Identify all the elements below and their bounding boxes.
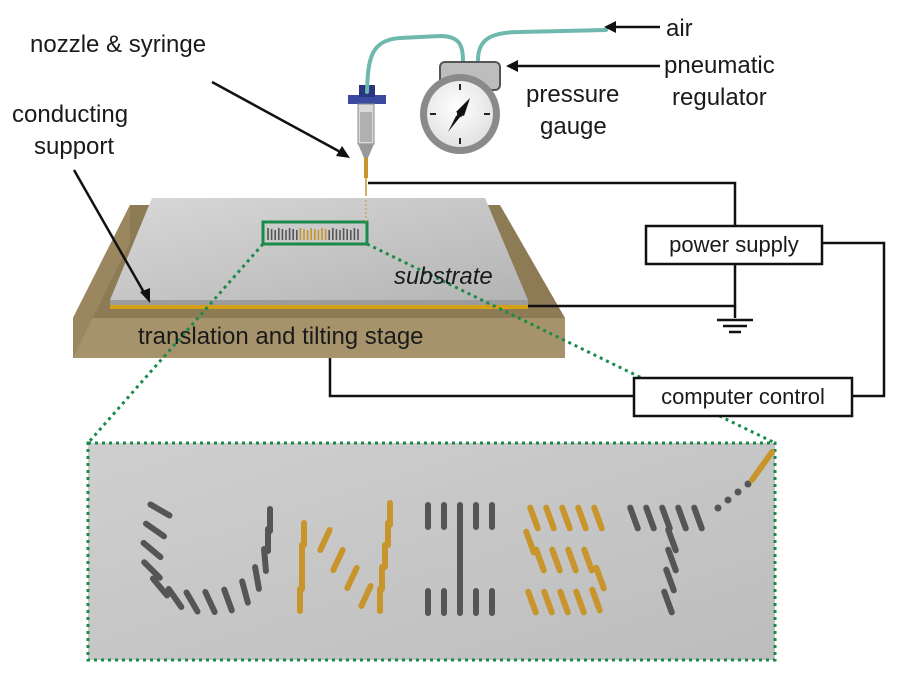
power-supply-label: power supply bbox=[669, 232, 799, 257]
nanorod bbox=[533, 546, 547, 574]
power-supply-box: power supply bbox=[644, 224, 824, 266]
nanorod bbox=[149, 575, 171, 599]
mini-rods bbox=[267, 228, 359, 240]
nanorod bbox=[661, 588, 675, 616]
nanorod bbox=[665, 526, 679, 554]
nanorod bbox=[659, 504, 673, 532]
conducting-label-line2: support bbox=[34, 133, 114, 160]
wiring bbox=[328, 181, 886, 398]
syringe bbox=[348, 85, 386, 222]
nanorod bbox=[358, 583, 374, 609]
pressure-gauge bbox=[420, 61, 501, 154]
nanorod bbox=[627, 504, 641, 532]
ink-dot bbox=[724, 496, 732, 504]
nozzle-syringe-label: nozzle & syringe bbox=[30, 31, 206, 58]
ink-dot bbox=[734, 488, 742, 496]
nanorod bbox=[663, 566, 677, 594]
nanorod bbox=[581, 546, 595, 574]
nanorod bbox=[525, 588, 539, 616]
pressure-gauge-label-line2: gauge bbox=[540, 113, 607, 140]
nanorod bbox=[591, 504, 605, 532]
arrows bbox=[72, 21, 660, 303]
nanorod bbox=[261, 546, 269, 574]
computer-control-label: computer control bbox=[661, 384, 825, 409]
nanorod bbox=[559, 504, 573, 532]
nanorod bbox=[575, 504, 589, 532]
stage-label: translation and tilting stage bbox=[138, 323, 424, 350]
nanorod bbox=[330, 547, 346, 573]
pneumatic-label-line1: pneumatic bbox=[664, 52, 775, 79]
conducting-layer bbox=[110, 305, 528, 309]
nanorod bbox=[675, 504, 689, 532]
nanorod bbox=[557, 588, 571, 616]
substrate bbox=[110, 198, 528, 309]
nanorod bbox=[691, 504, 705, 532]
nanorod bbox=[573, 588, 587, 616]
nanorod bbox=[183, 589, 201, 615]
ink-dot bbox=[714, 504, 722, 512]
nanorod bbox=[565, 546, 579, 574]
air-label: air bbox=[666, 15, 693, 42]
nanorod bbox=[549, 546, 563, 574]
nozzle-tip bbox=[749, 449, 775, 483]
printed-pattern bbox=[261, 220, 369, 246]
zoom-panel bbox=[86, 441, 777, 662]
air-tube bbox=[365, 28, 608, 94]
zoom-rods bbox=[140, 449, 775, 616]
nanorod bbox=[239, 578, 251, 606]
nanorod bbox=[147, 501, 173, 519]
nanorod bbox=[140, 539, 164, 561]
substrate-label: substrate bbox=[394, 263, 493, 290]
nanorod bbox=[593, 564, 607, 592]
nanorod bbox=[665, 546, 679, 574]
nanorod bbox=[202, 589, 218, 615]
nanorod bbox=[221, 586, 235, 614]
pneumatic-label-line2: regulator bbox=[672, 84, 767, 111]
ground-icon bbox=[717, 318, 753, 334]
computer-control-box: computer control bbox=[632, 376, 854, 418]
nanorod bbox=[527, 504, 541, 532]
conducting-label-line1: conducting bbox=[12, 101, 128, 128]
nanorod bbox=[541, 588, 555, 616]
nanorod bbox=[142, 520, 168, 540]
nanorod bbox=[141, 559, 163, 581]
nanorod bbox=[252, 564, 262, 592]
nanorod bbox=[589, 586, 603, 614]
nanorod bbox=[643, 504, 657, 532]
nanorod bbox=[344, 565, 360, 591]
nanorod bbox=[317, 527, 333, 553]
nanorod bbox=[523, 528, 537, 556]
nanorod bbox=[165, 585, 185, 611]
pressure-gauge-label-line1: pressure bbox=[526, 81, 619, 108]
nanorod bbox=[543, 504, 557, 532]
ink-dot bbox=[744, 480, 752, 488]
